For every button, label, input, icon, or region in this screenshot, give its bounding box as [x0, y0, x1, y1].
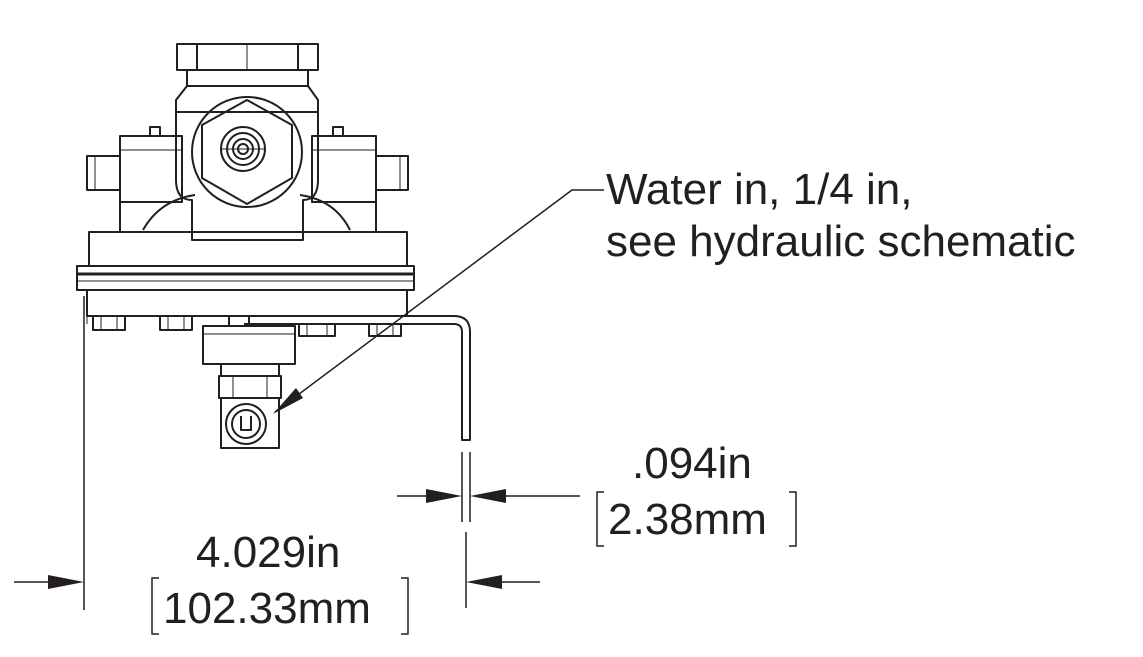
bolt-heads: [92, 315, 402, 337]
callout-leader: [273, 189, 604, 414]
width-dimension-inch: 4.029in: [196, 528, 341, 577]
width-dimension-mm: 102.33mm: [163, 584, 371, 633]
top-cap: [175, 43, 319, 113]
thickness-dimension-mm: 2.38mm: [608, 495, 767, 544]
metric-brackets: [151, 491, 797, 635]
upper-body: [86, 126, 409, 232]
thickness-dimension: [397, 452, 580, 522]
mounting-bracket: [244, 315, 471, 441]
callout-text-line-1: Water in, 1/4 in,: [606, 165, 913, 214]
center-fitting: [175, 96, 319, 241]
width-dimension: [14, 296, 540, 610]
bonnet-flange: [76, 231, 415, 324]
thickness-dimension-inch: .094in: [632, 439, 752, 488]
callout-text-line-2: see hydraulic schematic: [606, 217, 1076, 266]
bottom-fitting: [202, 315, 296, 449]
